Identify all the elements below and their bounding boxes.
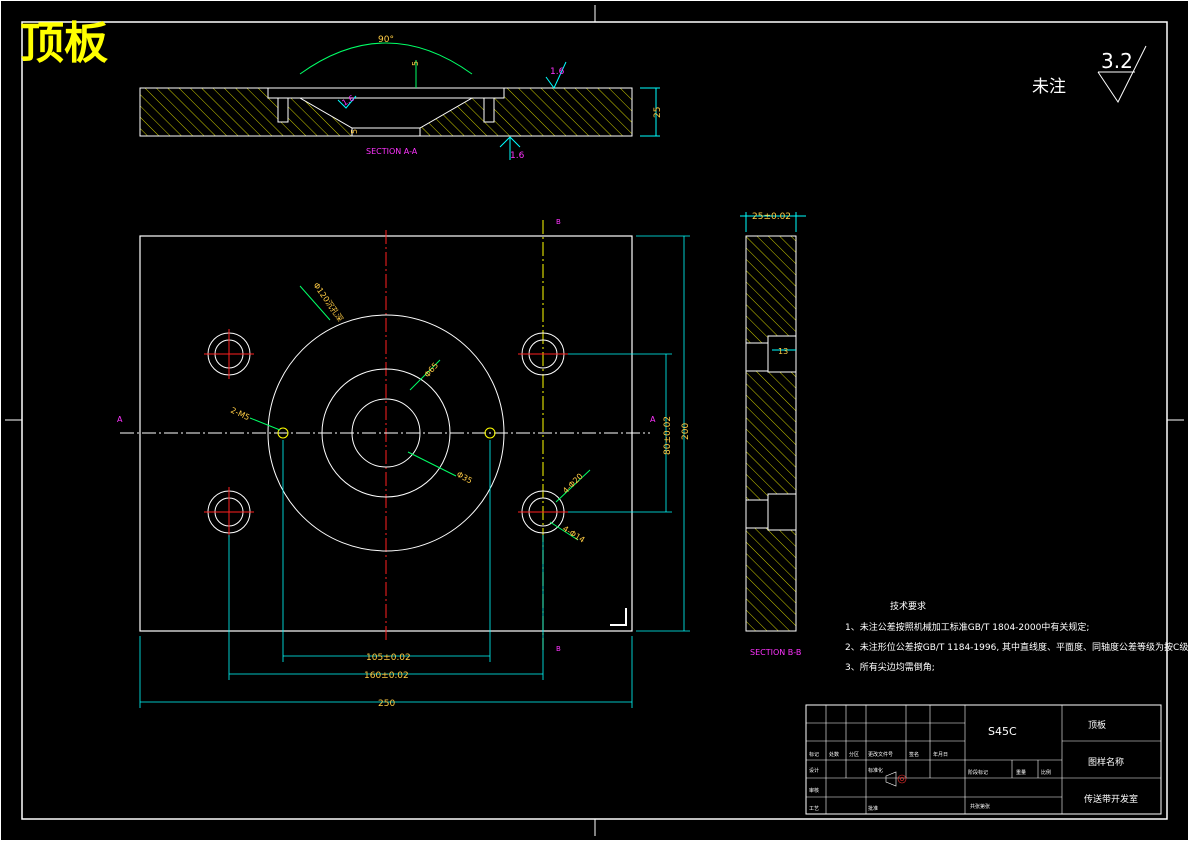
drawing-title: 顶板: [20, 18, 108, 69]
notes-heading: 技术要求: [890, 600, 926, 612]
tb-date: 年月日: [933, 751, 948, 758]
tb-standard: 标准化: [868, 767, 883, 774]
hole-bl: [204, 487, 254, 537]
technical-notes: 技术要求 1、未注公差按照机械加工标准GB/T 1804-2000中有关规定; …: [845, 600, 1189, 673]
tb-approve: 批准: [868, 805, 878, 812]
sect-mark-b-bottom: B: [556, 645, 561, 653]
aa-label: SECTION A-A: [366, 147, 418, 156]
dim-height: 200: [681, 423, 691, 440]
plan-view: Φ120沉孔深 Φ65 Φ35 2-M5 4-Φ20 4-Φ14 A A B B…: [117, 218, 691, 709]
lbl-m5: 2-M5: [229, 406, 251, 423]
note-2: 2、未注形位公差按GB/T 1184-1996, 其中直线度、平面度、同轴度公差…: [845, 641, 1189, 653]
section-b-b: 25±0.02 13 SECTION B-B: [740, 212, 806, 657]
aa-thickness: 25: [653, 107, 663, 118]
title-block: S45C 顶板 图样名称 传送带开发室 标记 处数 分区 更改文件号 签名 年月…: [805, 704, 1162, 815]
aa-rough-top: 1.6: [550, 67, 565, 77]
tb-designer: 设计: [809, 767, 819, 774]
section-a-a: 90° 5 25 5 1.6 1.6 1.6 SECTION A-A: [139, 35, 663, 161]
tb-count: 处数: [829, 751, 839, 758]
note-1: 1、未注公差按照机械加工标准GB/T 1804-2000中有关规定;: [845, 621, 1089, 633]
tb-stage: 阶段标记: [968, 769, 988, 776]
m5-hole-left: [277, 427, 289, 439]
aa-small: 5: [350, 129, 359, 134]
m5-hole-right: [484, 427, 496, 439]
aa-rough-bottom: 1.6: [510, 151, 525, 161]
tb-mark: 标记: [809, 751, 819, 758]
tb-process: 工艺: [809, 806, 819, 812]
dim-80: 80±0.02: [663, 416, 673, 455]
tb-checker: 审核: [809, 787, 819, 794]
bb-13: 13: [778, 347, 788, 356]
tb-sign: 签名: [909, 751, 919, 758]
bb-label: SECTION B-B: [750, 648, 801, 657]
roughness-note: 未注: [1032, 77, 1066, 97]
tb-zone: 分区: [849, 751, 859, 758]
sect-mark-b-top: B: [556, 218, 561, 226]
dim-105: 105±0.02: [366, 653, 411, 663]
aa-angle: 90°: [378, 35, 394, 45]
projection-symbol: [885, 771, 907, 787]
lbl-dia-35: Φ35: [455, 470, 474, 486]
lbl-dia-65: Φ65: [423, 361, 440, 379]
tb-sheet: 共张第张: [970, 803, 990, 810]
sect-mark-a-left: A: [117, 415, 123, 424]
dim-160: 160±0.02: [364, 671, 409, 681]
tb-part-name: 顶板: [1088, 719, 1106, 731]
tb-company: 传送带开发室: [1084, 793, 1138, 805]
tb-drawing-name: 图样名称: [1088, 756, 1124, 768]
sect-mark-a-right: A: [650, 415, 656, 424]
tb-change: 更改文件号: [868, 751, 893, 758]
roughness-value: 3.2: [1101, 49, 1133, 73]
note-3: 3、所有尖边均需倒角;: [845, 661, 935, 673]
tb-weight: 重量: [1016, 769, 1026, 776]
tb-material: S45C: [988, 725, 1017, 738]
hole-br: [518, 490, 568, 534]
bb-thickness: 25±0.02: [752, 212, 791, 222]
lbl-dia-14: 4-Φ14: [561, 524, 587, 545]
lbl-dia-big: Φ120沉孔深: [311, 281, 345, 323]
roughness-symbol: 未注 3.2: [1032, 45, 1147, 103]
hole-tl: [204, 329, 254, 379]
aa-depth: 5: [411, 61, 420, 66]
dim-width: 250: [378, 699, 395, 709]
hole-tr: [518, 332, 568, 376]
tb-scale: 比例: [1041, 769, 1051, 776]
lbl-dia-20: 4-Φ20: [561, 472, 585, 496]
